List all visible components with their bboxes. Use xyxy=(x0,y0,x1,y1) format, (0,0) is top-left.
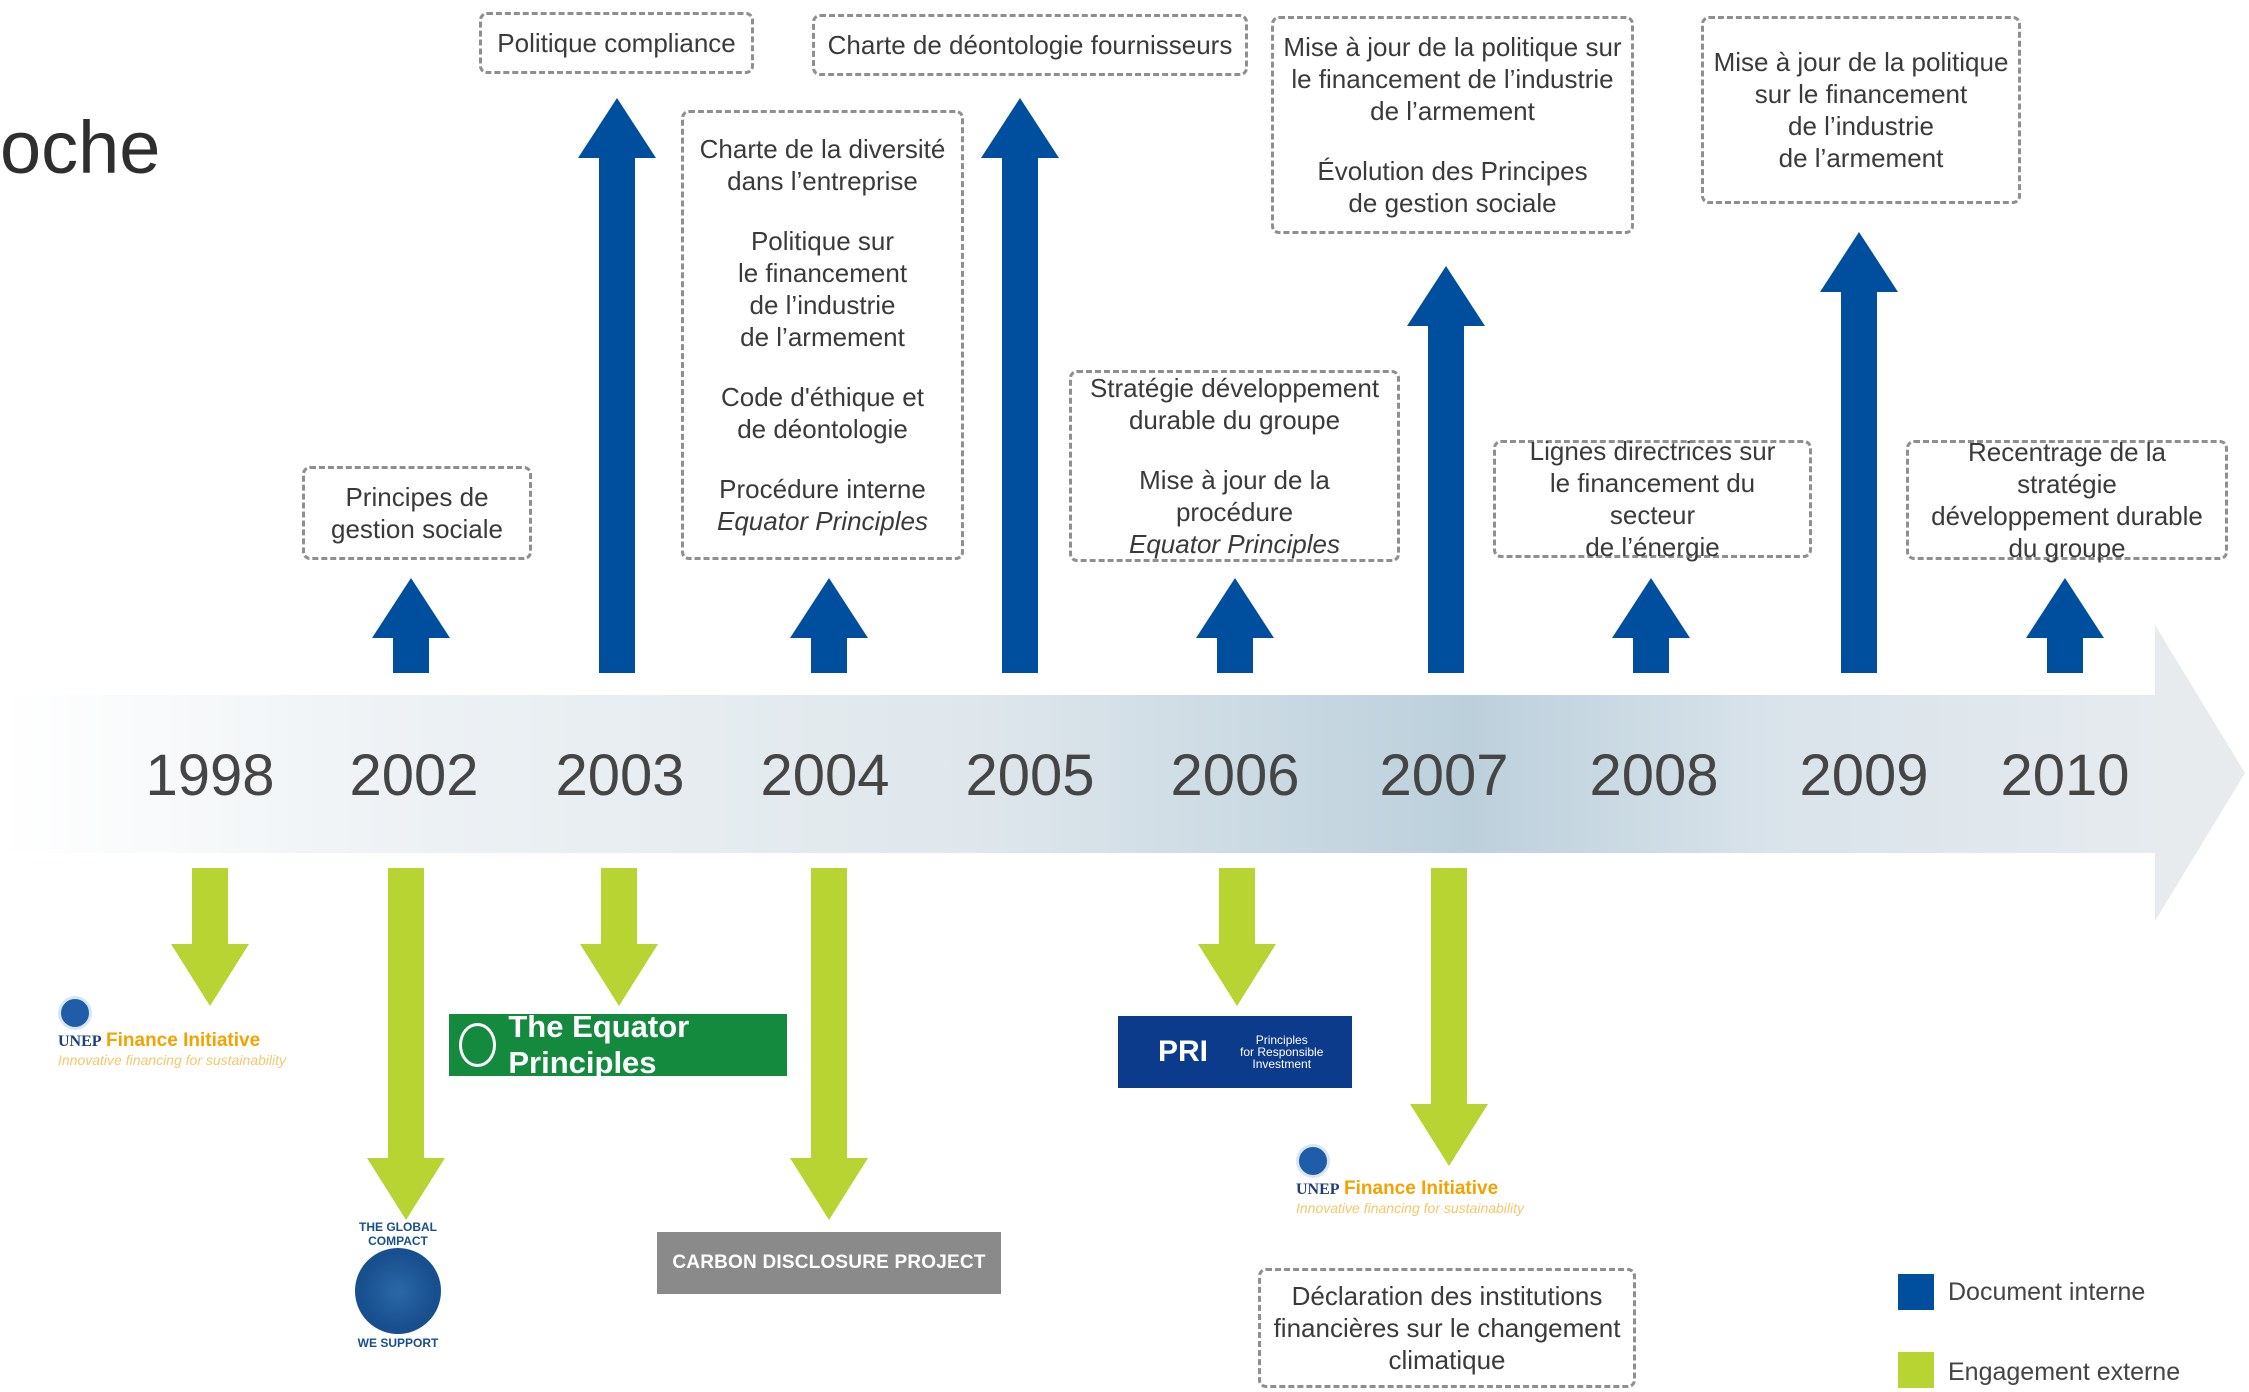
milestone-2005: Charte de déontologie fournisseurs xyxy=(812,14,1248,76)
year-2004: 2004 xyxy=(760,743,890,808)
external-arrow-2006 xyxy=(1198,868,1276,1006)
internal-arrow-2002 xyxy=(372,578,450,673)
carbon-disclosure-project-logo: CARBON DISCLOSURE PROJECT xyxy=(657,1232,1001,1294)
pri-logo: PRI Principles for Responsible Investmen… xyxy=(1118,1016,1352,1088)
year-2008: 2008 xyxy=(1589,743,1719,808)
external-arrow-2002 xyxy=(367,868,445,1220)
globe-icon xyxy=(459,1023,497,1067)
globe-icon xyxy=(355,1248,441,1334)
internal-arrow-2009 xyxy=(1820,232,1898,673)
year-2010: 2010 xyxy=(2000,743,2130,808)
year-2003: 2003 xyxy=(555,743,685,808)
legend-swatch-internal xyxy=(1898,1274,1934,1310)
legend-swatch-external xyxy=(1898,1352,1934,1388)
internal-arrow-2003 xyxy=(578,98,656,673)
internal-arrow-2007 xyxy=(1407,266,1485,673)
timeline-arrowhead xyxy=(2155,625,2245,921)
external-arrow-2004 xyxy=(790,868,868,1220)
internal-arrow-2005 xyxy=(981,98,1059,673)
internal-arrow-2010 xyxy=(2026,578,2104,673)
page-title: oche xyxy=(0,106,161,189)
external-arrow-2007 xyxy=(1410,868,1488,1166)
timeline-band xyxy=(0,695,2160,853)
external-arrow-1998 xyxy=(171,868,249,1006)
milestone-2003: Politique compliance xyxy=(479,12,754,74)
global-compact-logo: THE GLOBAL COMPACT WE SUPPORT xyxy=(343,1220,453,1350)
year-2006: 2006 xyxy=(1170,743,1300,808)
un-emblem-icon xyxy=(58,996,92,1030)
unep-fi-logo-2007: UNEP Finance Initiative Innovative finan… xyxy=(1296,1144,1524,1216)
year-1998: 1998 xyxy=(145,743,275,808)
year-2002: 2002 xyxy=(349,743,479,808)
un-emblem-icon xyxy=(1296,1144,1330,1178)
equator-principles-logo: The Equator Principles xyxy=(449,1009,787,1080)
year-2005: 2005 xyxy=(965,743,1095,808)
internal-arrow-2004 xyxy=(790,578,868,673)
year-2009: 2009 xyxy=(1799,743,1929,808)
unep-fi-logo-1998: UNEP Finance Initiative Innovative finan… xyxy=(58,996,286,1068)
year-2007: 2007 xyxy=(1379,743,1509,808)
external-arrow-2003 xyxy=(580,868,658,1006)
internal-arrow-2008 xyxy=(1612,578,1690,673)
internal-arrow-2006 xyxy=(1196,578,1274,673)
